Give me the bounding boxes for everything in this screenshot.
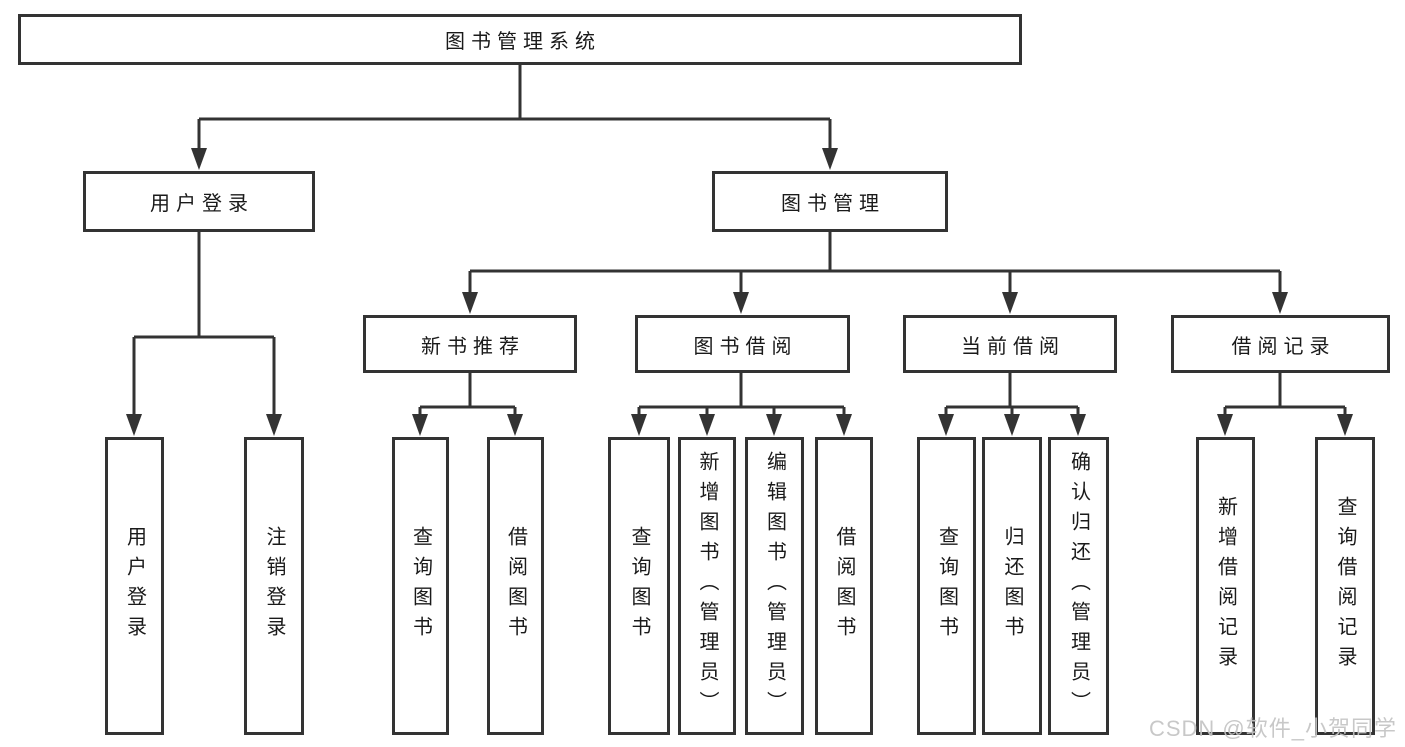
leaf-user-login: 用户登录 — [105, 437, 164, 735]
connector-borrow-to-leaves — [631, 373, 852, 436]
arrow-down-icon — [822, 148, 838, 170]
connector-records-to-leaves — [1217, 373, 1353, 436]
leaf-borrow-books: 借阅图书 — [815, 437, 873, 735]
leaf-logout: 注销登录 — [244, 437, 304, 735]
arrow-down-icon — [836, 414, 852, 436]
leaf-query-books-borrow: 查询图书 — [608, 437, 670, 735]
arrow-down-icon — [938, 414, 954, 436]
arrow-down-icon — [1217, 414, 1233, 436]
leaf-add-books-admin: 新增图书（管理员） — [678, 437, 736, 735]
arrow-down-icon — [1004, 414, 1020, 436]
leaf-query-books-recommend: 查询图书 — [392, 437, 449, 735]
node-borrow-records: 借阅记录 — [1171, 315, 1390, 373]
arrow-down-icon — [733, 292, 749, 314]
arrow-down-icon — [766, 414, 782, 436]
arrow-down-icon — [699, 414, 715, 436]
arrow-down-icon — [126, 414, 142, 436]
connector-newrec-to-leaves — [412, 373, 523, 436]
node-book-borrow: 图书借阅 — [635, 315, 850, 373]
leaf-query-books-current: 查询图书 — [917, 437, 976, 735]
arrow-down-icon — [507, 414, 523, 436]
arrow-down-icon — [191, 148, 207, 170]
leaf-query-borrow-record: 查询借阅记录 — [1315, 437, 1375, 735]
arrow-down-icon — [266, 414, 282, 436]
leaf-confirm-return-admin: 确认归还（管理员） — [1048, 437, 1109, 735]
arrow-down-icon — [1337, 414, 1353, 436]
leaf-add-borrow-record: 新增借阅记录 — [1196, 437, 1255, 735]
node-root-system: 图书管理系统 — [18, 14, 1022, 65]
leaf-borrow-books-recommend: 借阅图书 — [487, 437, 544, 735]
node-current-borrow: 当前借阅 — [903, 315, 1117, 373]
arrow-down-icon — [1272, 292, 1288, 314]
node-new-book-recommend: 新书推荐 — [363, 315, 577, 373]
leaf-edit-books-admin: 编辑图书（管理员） — [745, 437, 804, 735]
arrow-down-icon — [1002, 292, 1018, 314]
connector-current-to-leaves — [938, 373, 1086, 436]
arrow-down-icon — [1070, 414, 1086, 436]
connector-root-to-level2 — [191, 65, 838, 170]
arrow-down-icon — [631, 414, 647, 436]
node-user-login: 用户登录 — [83, 171, 315, 232]
arrow-down-icon — [462, 292, 478, 314]
leaf-return-books: 归还图书 — [982, 437, 1042, 735]
connector-userlogin-to-leaves — [126, 232, 282, 436]
arrow-down-icon — [412, 414, 428, 436]
node-book-management: 图书管理 — [712, 171, 948, 232]
connector-bookmgmt-to-level3 — [462, 232, 1288, 314]
